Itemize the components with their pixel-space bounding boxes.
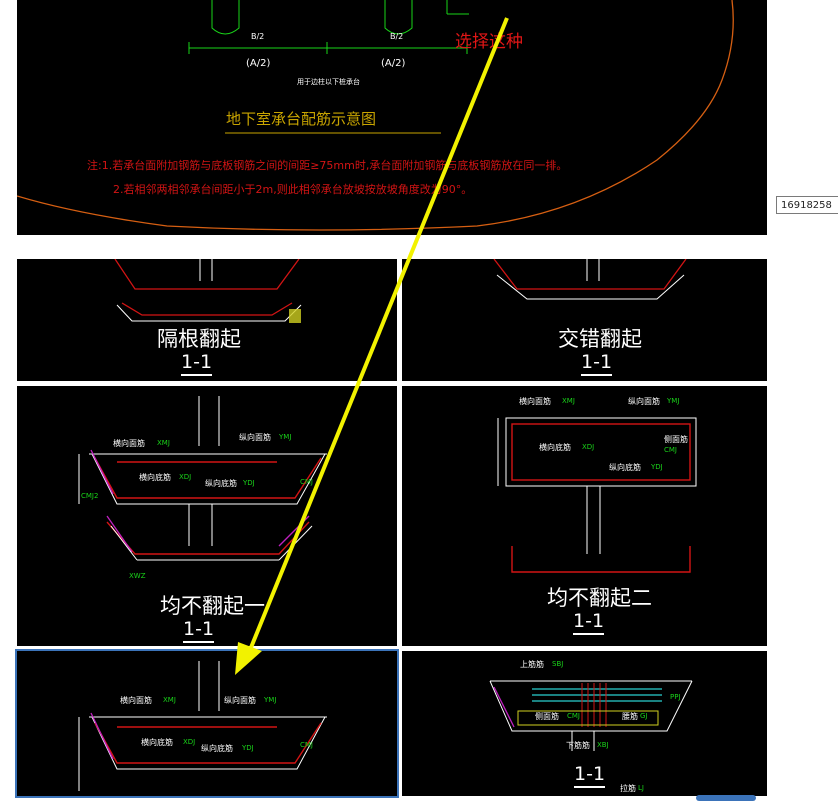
panel3-section: 1-1 xyxy=(183,618,214,643)
option-panel-1[interactable]: 隔根翻起 1-1 xyxy=(17,259,397,381)
p4-side-code: CMJ xyxy=(664,446,677,454)
p3-cmj: CMJ xyxy=(300,478,313,486)
p6-side-code: CMJ xyxy=(567,712,580,720)
p5-bot-v-code: YDJ xyxy=(242,744,254,752)
p6-bot: 下筋筋 xyxy=(566,741,590,750)
p5-top-v: 纵向面筋 xyxy=(224,696,256,705)
panel4-title: 均不翻起二 xyxy=(547,586,652,610)
p3-bot-v-code: YDJ xyxy=(243,479,255,487)
p5-top-h-code: XMJ xyxy=(163,696,176,704)
p3-xwz: XWZ xyxy=(129,572,146,580)
panel6-drawing xyxy=(489,680,693,751)
p5-cmj: CMJ xyxy=(300,741,313,749)
p4-top-h-code: XMJ xyxy=(562,397,575,405)
dim-b-right: B/2 xyxy=(390,32,404,41)
caption-small: 用于边柱以下桩承台 xyxy=(297,78,360,86)
cad-note-2: 2.若相邻两相邻承台间距小于2m,则此相邻承台放坡按放坡角度改为90°。 xyxy=(113,183,473,196)
cad-note-1: 注:1.若承台面附加钢筋与底板钢筋之间的间距≥75mm时,承台面附加钢筋与底板钢… xyxy=(87,159,568,172)
p4-top-v-code: YMJ xyxy=(667,397,680,405)
option-panel-6[interactable]: 上筋筋 SBJ 侧面筋 CMJ 腰筋 GJ 下筋筋 XBJ PPJ 1-1 拉筋… xyxy=(402,651,767,796)
dim-a-left: (A/2) xyxy=(246,58,271,69)
panel2-section: 1-1 xyxy=(581,351,612,376)
p6-bot-code: XBJ xyxy=(597,741,609,749)
scroll-indicator[interactable] xyxy=(696,795,756,801)
p4-top-v: 纵向面筋 xyxy=(628,397,660,406)
p6-ppj: PPJ xyxy=(670,693,681,701)
p5-top-h: 横向面筋 xyxy=(120,696,152,705)
panel5-drawing xyxy=(78,661,327,791)
option-panel-5[interactable]: 横向面筋 XMJ 纵向面筋 YMJ 横向底筋 XDJ 纵向底筋 YDJ CMJ xyxy=(15,649,399,798)
dim-a-right: (A/2) xyxy=(381,58,406,69)
p3-top-h: 横向面筋 xyxy=(113,439,145,448)
panel6-section: 1-1 xyxy=(574,763,605,788)
p3-bot-h-code: XDJ xyxy=(179,473,192,481)
option-panel-4[interactable]: 横向面筋 XMJ 纵向面筋 YMJ 横向底筋 XDJ 纵向底筋 YDJ 侧面筋 … xyxy=(402,386,767,646)
p3-top-v-code: YMJ xyxy=(279,433,292,441)
p5-bot-h-code: XDJ xyxy=(183,738,196,746)
p4-side: 侧面筋 xyxy=(664,435,688,444)
panel3-title: 均不翻起一 xyxy=(160,594,265,618)
p4-bot-v-code: YDJ xyxy=(651,463,663,471)
p3-bot-v: 纵向底筋 xyxy=(205,479,237,488)
p6-foot: 拉筋 xyxy=(620,784,636,793)
p3-bot-h: 横向底筋 xyxy=(139,473,171,482)
p4-top-h: 横向面筋 xyxy=(519,397,551,406)
panel1-title: 隔根翻起 xyxy=(157,327,241,351)
p6-foot-code: LJ xyxy=(638,784,644,792)
option-panel-3[interactable]: 横向面筋 XMJ 纵向面筋 YMJ 横向底筋 XDJ 纵向底筋 YDJ CMJ … xyxy=(17,386,397,646)
panel1-section: 1-1 xyxy=(181,351,212,376)
p6-mid: 腰筋 xyxy=(622,712,638,721)
side-id-label: 16918258 xyxy=(776,196,838,214)
p6-top-code: SBJ xyxy=(552,660,564,668)
dim-b-left: B/2 xyxy=(251,32,265,41)
panel4-section: 1-1 xyxy=(573,610,604,635)
cad-title: 地下室承台配筋示意图 xyxy=(226,110,377,128)
cad-drawing-top: B/2 B/2 (A/2) (A/2) 用于边柱以下桩承台 地下室承台配筋示意图… xyxy=(16,0,767,235)
p4-bot-v: 纵向底筋 xyxy=(609,463,641,472)
pile-left xyxy=(211,0,240,35)
p4-bot-h-code: XDJ xyxy=(582,443,595,451)
option-panel-2[interactable]: 交错翻起 1-1 xyxy=(402,259,767,381)
p3-top-v: 纵向面筋 xyxy=(239,433,271,442)
panel2-title: 交错翻起 xyxy=(558,327,642,351)
annotation-select-this: 选择这种 xyxy=(455,32,523,52)
p5-top-v-code: YMJ xyxy=(264,696,277,704)
p6-mid-code: GJ xyxy=(640,712,648,720)
p3-top-h-code: XMJ xyxy=(157,439,170,447)
p6-side: 侧面筋 xyxy=(535,712,559,721)
p4-bot-h: 横向底筋 xyxy=(539,443,571,452)
pile-right xyxy=(384,0,413,35)
p5-bot-h: 横向底筋 xyxy=(141,738,173,747)
p5-bot-v: 纵向底筋 xyxy=(201,744,233,753)
p3-cmj2: CMJ2 xyxy=(81,492,99,500)
p6-top: 上筋筋 xyxy=(520,660,544,669)
